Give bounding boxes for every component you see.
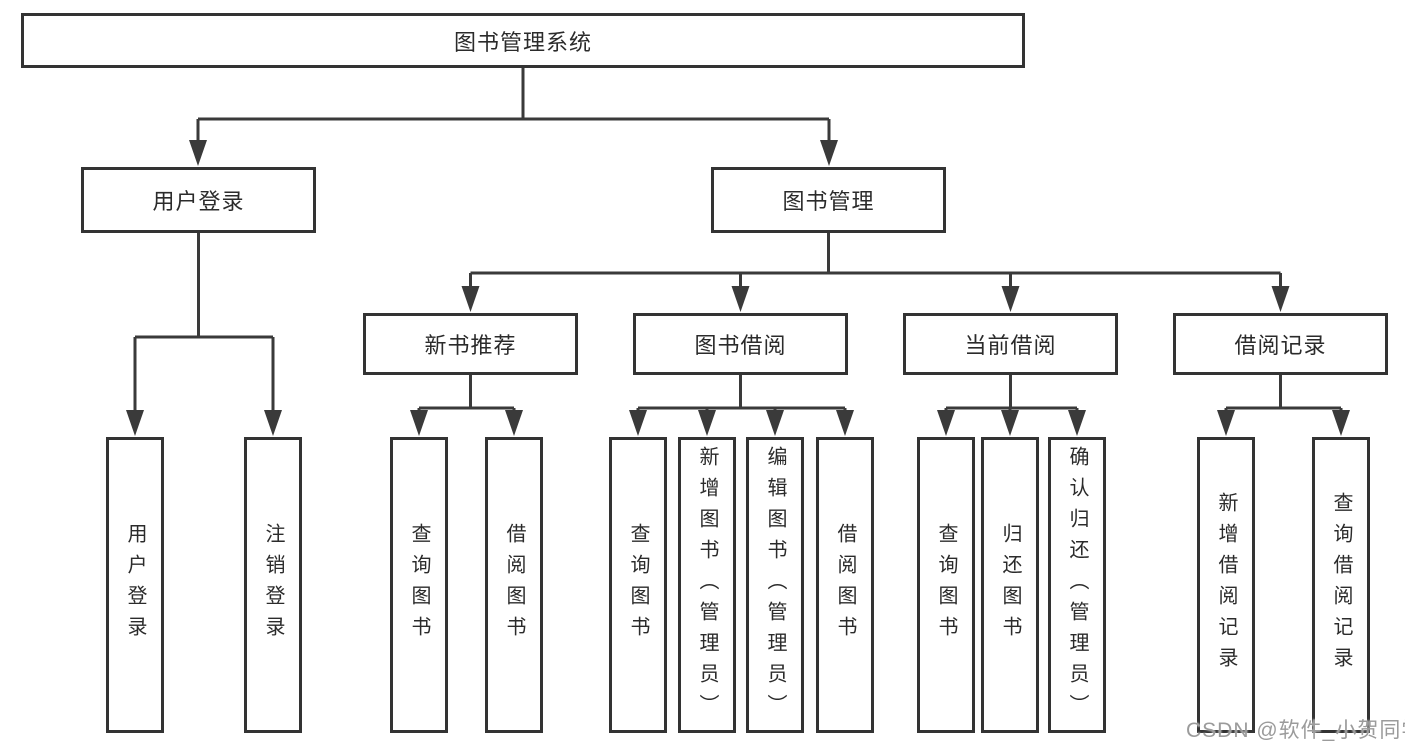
arrowheads [126, 140, 1350, 436]
node-label: 图书借阅 [694, 333, 787, 358]
node-label: 图书管理系统 [453, 29, 592, 55]
watermark: CSDN @软件_小贺同学 [1186, 719, 1405, 742]
node-label: 查询图书 [627, 523, 649, 647]
leaf-query-books-recommend: 查询图书 [390, 437, 448, 733]
node-label: 归还图书 [999, 523, 1021, 647]
leaf-add-book-admin: 新增图书（管理员） [678, 437, 736, 733]
leaf-query-borrow-record: 查询借阅记录 [1312, 437, 1370, 733]
node-label: 注销登录 [262, 523, 284, 647]
leaf-query-books-borrow: 查询图书 [609, 437, 667, 733]
node-label: 查询图书 [935, 523, 957, 647]
node-label: 借阅图书 [834, 523, 856, 647]
node-book-management: 图书管理 [711, 167, 946, 233]
node-label: 当前借阅 [964, 333, 1057, 358]
node-label: 新增图书（管理员） [696, 445, 718, 725]
node-book-borrowing: 图书借阅 [633, 313, 848, 375]
leaf-logout: 注销登录 [244, 437, 302, 733]
leaf-borrow-books: 借阅图书 [816, 437, 874, 733]
leaf-confirm-return-admin: 确认归还（管理员） [1048, 437, 1106, 733]
leaf-borrow-books-recommend: 借阅图书 [485, 437, 543, 733]
node-root: 图书管理系统 [21, 13, 1025, 68]
leaf-query-books-current: 查询图书 [917, 437, 975, 733]
leaf-return-books: 归还图书 [981, 437, 1039, 733]
node-label: 图书管理 [782, 189, 875, 214]
node-label: 查询图书 [408, 523, 430, 647]
node-label: 新书推荐 [424, 333, 517, 358]
node-label: 确认归还（管理员） [1066, 445, 1088, 725]
leaf-add-borrow-record: 新增借阅记录 [1197, 437, 1255, 733]
node-label: 查询借阅记录 [1330, 492, 1352, 678]
node-label: 用户登录 [124, 523, 146, 647]
node-label: 用户登录 [152, 189, 245, 214]
node-new-book-recommendation: 新书推荐 [363, 313, 578, 375]
node-label: 借阅图书 [503, 523, 525, 647]
leaf-edit-book-admin: 编辑图书（管理员） [746, 437, 804, 733]
node-label: 编辑图书（管理员） [764, 445, 786, 725]
node-current-borrowing: 当前借阅 [903, 313, 1118, 375]
node-label: 新增借阅记录 [1215, 492, 1237, 678]
node-borrowing-records: 借阅记录 [1173, 313, 1388, 375]
node-label: 借阅记录 [1234, 333, 1327, 358]
leaf-user-login: 用户登录 [106, 437, 164, 733]
node-user-login: 用户登录 [81, 167, 316, 233]
